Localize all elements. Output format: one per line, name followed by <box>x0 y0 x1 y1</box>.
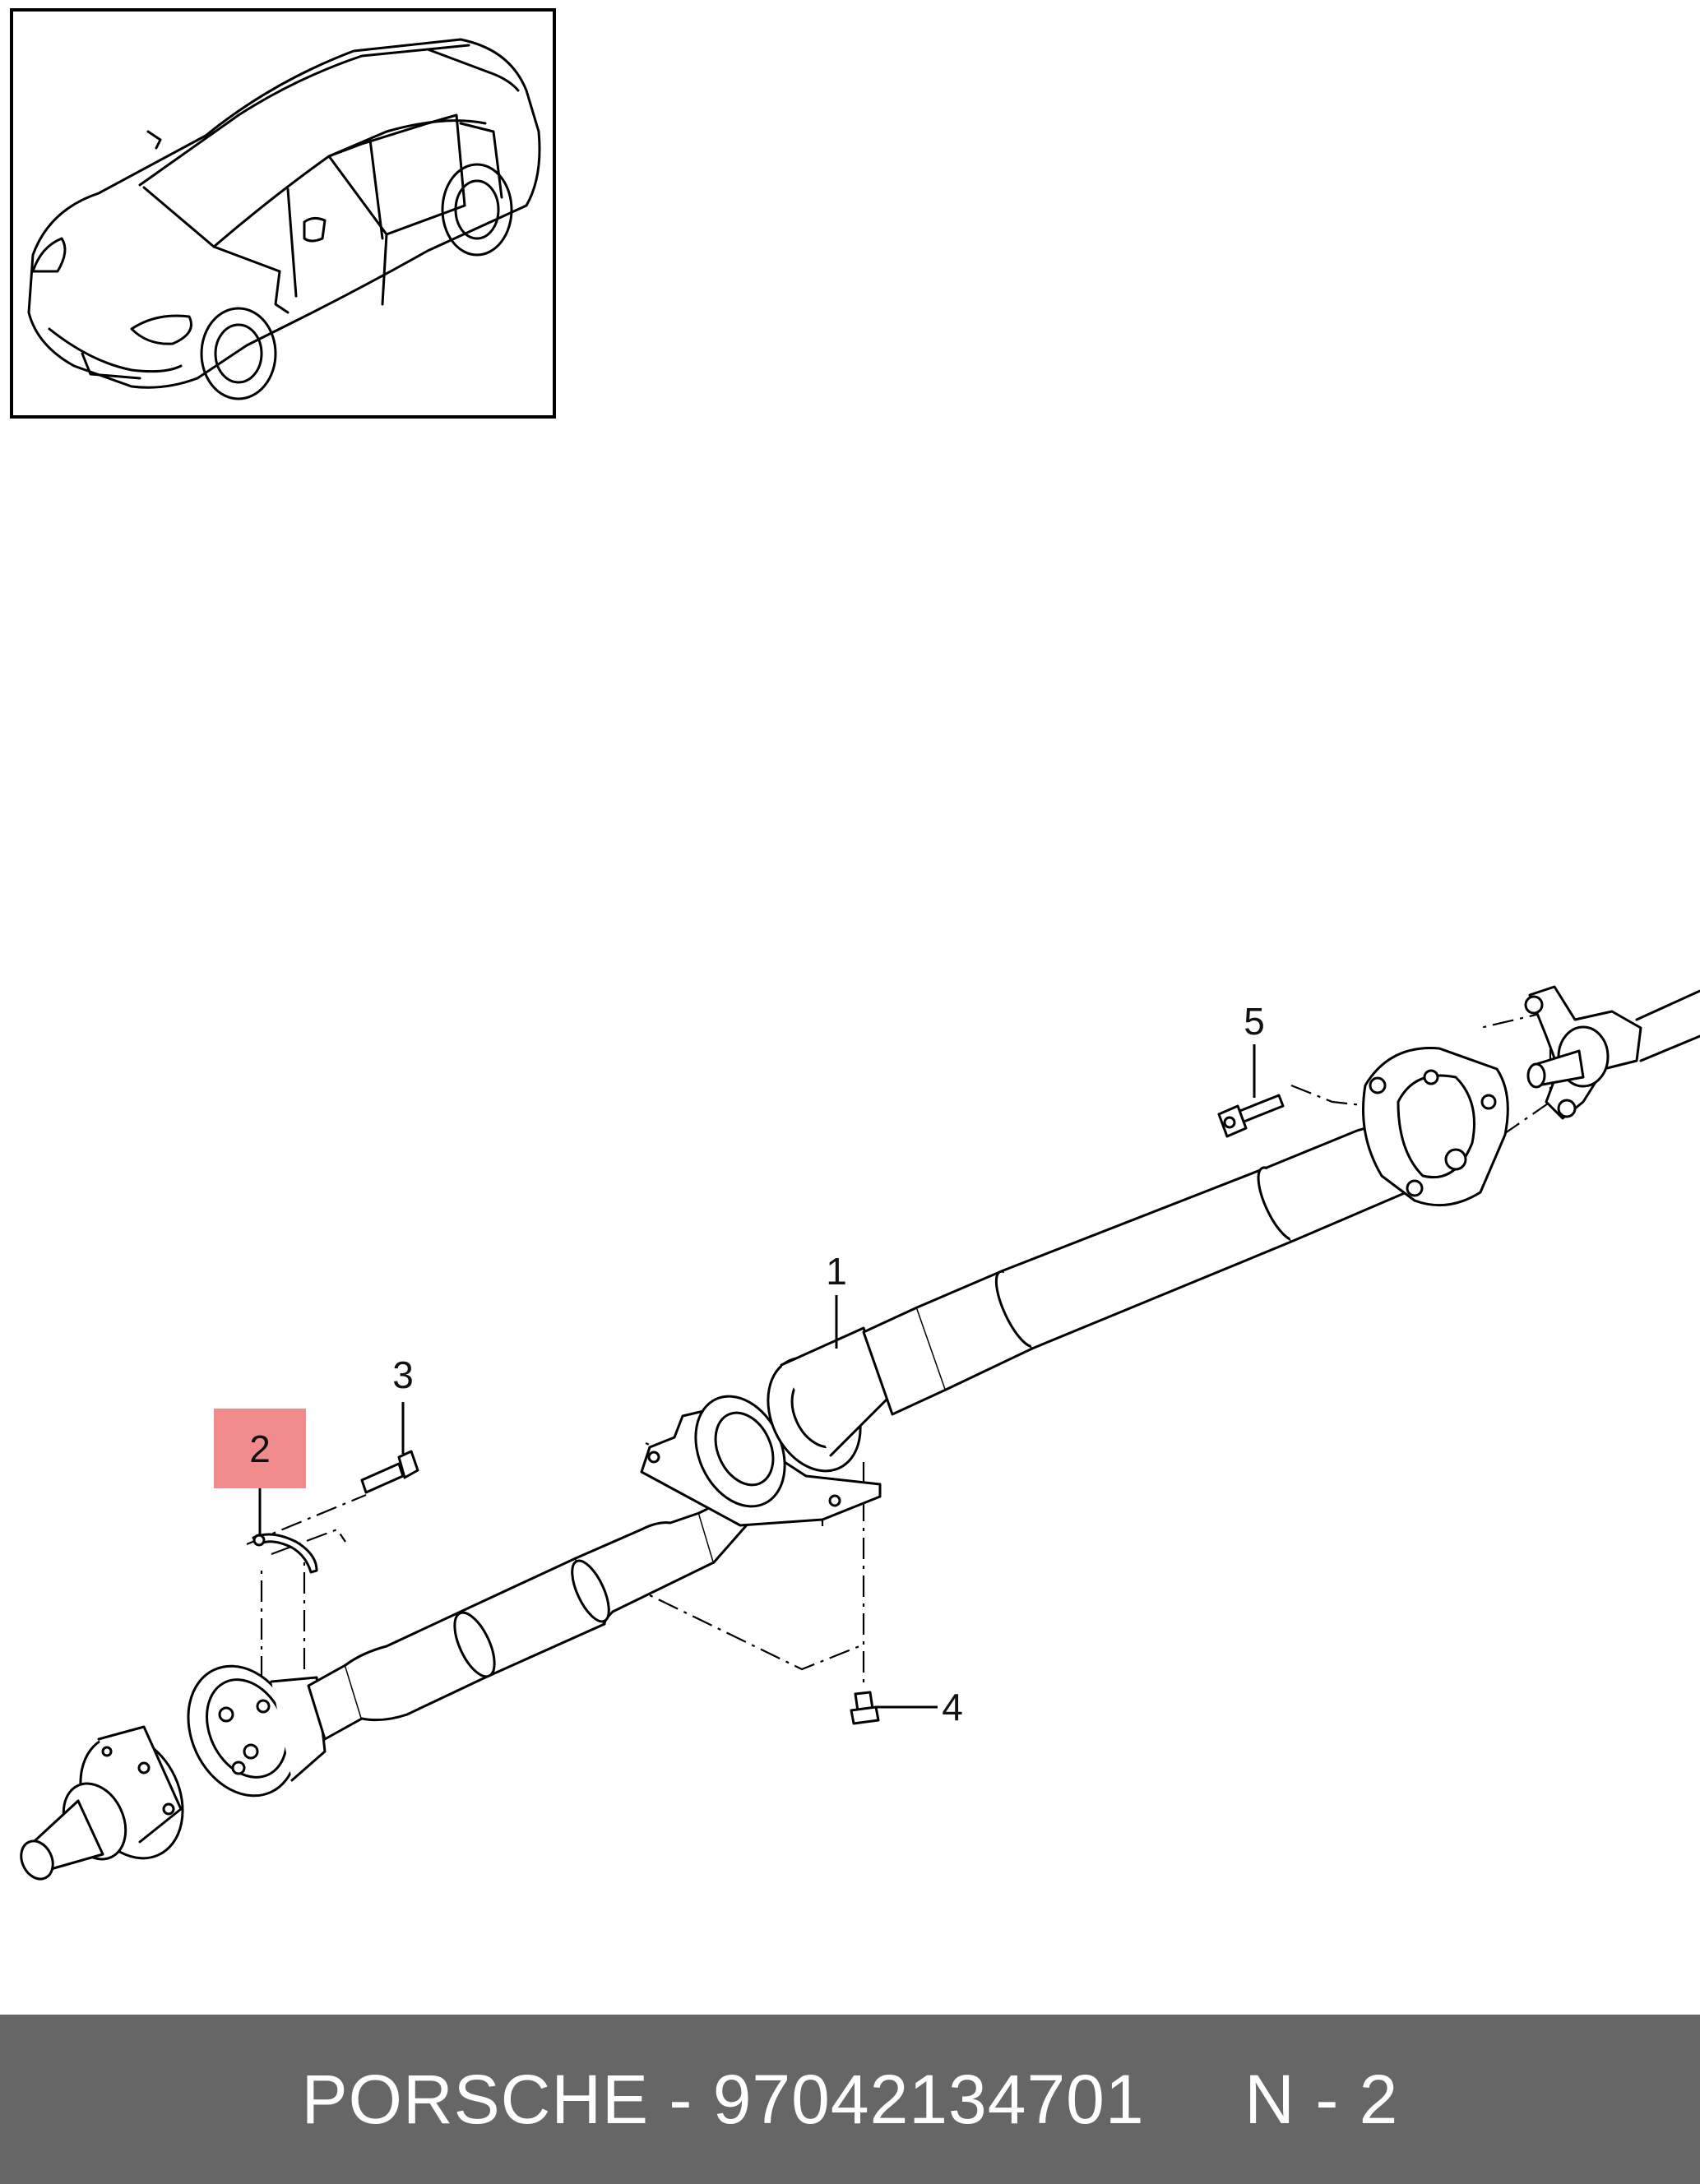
ref-label: N <box>1244 2060 1295 2138</box>
brand-separator: - <box>669 2060 693 2138</box>
bolt-3 <box>360 1450 419 1494</box>
ref-separator: - <box>1315 2060 1340 2138</box>
rear-shaft <box>862 1126 1408 1416</box>
footer-bar: PORSCHE - 97042134701 N - 2 <box>0 2015 1700 2184</box>
callout-5[interactable]: 5 <box>1244 1000 1265 1043</box>
thumbnail-frame <box>10 8 556 419</box>
callout-4[interactable]: 4 <box>942 1686 963 1728</box>
bolt-4 <box>850 1691 880 1725</box>
retaining-clip <box>252 1533 318 1574</box>
callout-3[interactable]: 3 <box>392 1353 414 1396</box>
car-illustration <box>27 38 541 400</box>
parts-diagram: 1 2 3 4 5 <box>10 8 1700 1881</box>
drive-shaft-assembly <box>20 985 1700 1881</box>
flex-disc <box>1362 1047 1509 1207</box>
input-flange <box>1524 985 1700 1120</box>
vehicle-thumbnail <box>10 8 556 419</box>
output-flange <box>20 1725 184 1881</box>
front-shaft <box>307 1491 752 1741</box>
leader-lines <box>258 1044 1256 1709</box>
callout-2[interactable]: 2 <box>249 1427 271 1470</box>
callouts: 1 2 3 4 5 <box>249 1000 1265 1728</box>
callout-1[interactable]: 1 <box>826 1250 847 1293</box>
footer-caption: PORSCHE - 97042134701 N - 2 <box>302 2060 1399 2140</box>
ref-number: 2 <box>1359 2060 1399 2138</box>
center-bearing <box>640 1326 890 1527</box>
highlight-box <box>214 1409 306 1488</box>
bolt-5 <box>1217 1094 1285 1138</box>
part-number: 97042134701 <box>712 2060 1145 2138</box>
cv-joint <box>187 1664 327 1798</box>
brand-name: PORSCHE <box>301 2060 650 2138</box>
